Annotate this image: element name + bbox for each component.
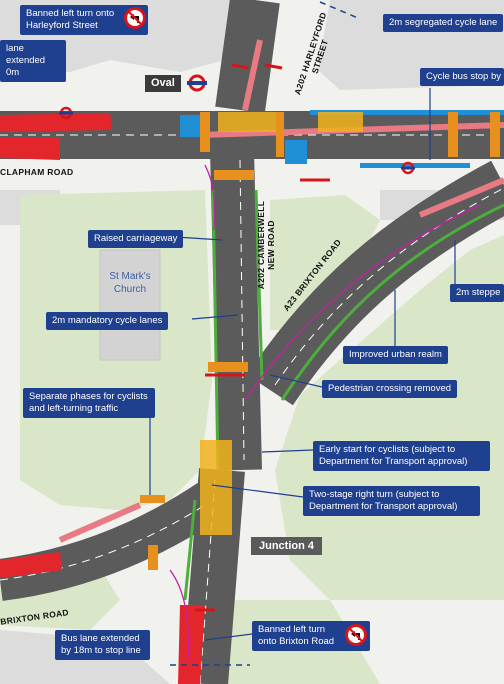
callout-line: Department for Transport approval): [319, 456, 468, 467]
callout-raised-carriageway: Raised carriageway: [88, 230, 184, 248]
crossings: [140, 112, 500, 570]
callout-early-start: Early start for cyclists (subject to Dep…: [313, 441, 490, 471]
underground-roundel-icon: [187, 74, 207, 92]
callout-line: lane extended: [6, 43, 46, 66]
callout-crossing-removed: Pedestrian crossing removed: [322, 380, 458, 398]
church-label: St Mark's Church: [92, 270, 168, 296]
callout-line: Improved urban realm: [349, 349, 442, 360]
callout-stepped: 2m steppe: [450, 284, 504, 302]
road-harleyford: [215, 0, 280, 114]
callout-line: Two-stage right turn (subject to: [309, 489, 440, 500]
callout-two-stage: Two-stage right turn (subject to Departm…: [303, 486, 480, 516]
callout-line: 2m mandatory cycle lanes: [52, 315, 163, 326]
scheme-boundary: [169, 164, 481, 661]
underground-roundel-icon: [59, 106, 73, 120]
callout-bus-lane-bottom: Bus lane extended by 18m to stop line: [55, 630, 150, 660]
callout-line: Pedestrian crossing removed: [328, 383, 452, 394]
road-label-camberwell: A202 CAMBERWELL NEW ROAD: [256, 201, 276, 289]
callout-line: Department for Transport approval): [309, 501, 458, 512]
callout-line: 2m steppe: [456, 287, 501, 298]
callout-line: by 18m to stop line: [61, 645, 141, 656]
yellow-box-junctions: [200, 112, 363, 535]
station-label: Oval: [145, 75, 181, 92]
callout-line: Early start for cyclists (subject to: [319, 444, 456, 455]
no-left-turn-icon: [345, 624, 367, 646]
scheme-extents: [170, 1, 359, 666]
callout-line: Harleyford Street: [26, 20, 98, 31]
callout-line: and left-turning traffic: [29, 403, 119, 414]
church-label-line: Church: [113, 284, 147, 295]
stop-lines: [195, 63, 330, 612]
callout-separate-phases: Separate phases for cyclists and left-tu…: [23, 388, 155, 418]
callout-line: Banned left turn: [258, 624, 326, 635]
callout-mandatory-lanes: 2m mandatory cycle lanes: [46, 312, 169, 330]
no-left-turn-icon: [124, 7, 146, 29]
church-building: [99, 249, 161, 361]
callout-urban-realm: Improved urban realm: [343, 346, 448, 364]
callout-line: Banned left turn onto: [26, 8, 115, 19]
road-label-line: A202 CAMBERWELL: [256, 200, 267, 290]
callout-line: Raised carriageway: [94, 233, 178, 244]
callout-line: Separate phases for cyclists: [29, 391, 148, 402]
callout-line: onto Brixton Road: [258, 636, 335, 647]
mandatory-cycle-lanes: [183, 189, 504, 601]
road-brixton-a23: [247, 160, 504, 406]
callout-cycle-lane-2m: 2m segregated cycle lane: [383, 14, 504, 32]
callout-line: 2m segregated cycle lane: [389, 17, 498, 28]
callout-line: Bus lane extended: [61, 633, 140, 644]
cycle-lanes-blue: [180, 110, 504, 168]
church-label-line: St Mark's: [109, 271, 151, 282]
road-label-line: NEW ROAD: [266, 220, 277, 270]
road-camberwell: [210, 149, 262, 471]
callout-cycle-bus-stop: Cycle bus stop by: [420, 68, 504, 86]
bus-lanes: [0, 113, 205, 684]
callout-leaders: [149, 88, 456, 641]
callout-bus-lane-top: lane extended 0m: [0, 40, 66, 82]
junction-label: Junction 4: [251, 537, 323, 555]
callout-line: Cycle bus stop by: [426, 71, 501, 82]
road-label-clapham: CLAPHAM ROAD: [0, 167, 74, 177]
underground-roundel-icon: [401, 161, 415, 175]
callout-line: 0m: [6, 67, 20, 78]
